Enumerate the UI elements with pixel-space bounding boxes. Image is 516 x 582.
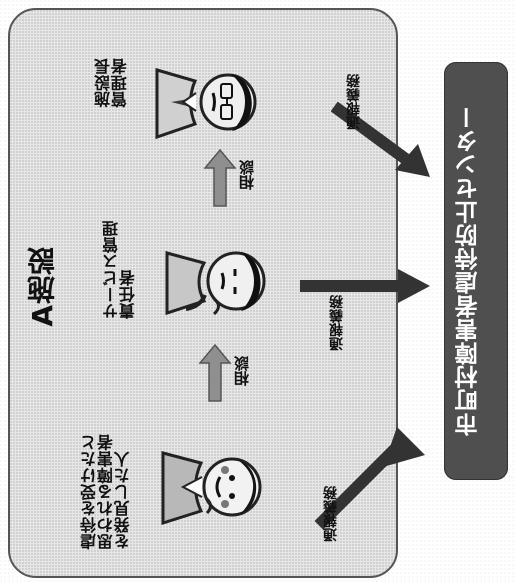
finder-label: 虐待を受けたと 思われる障害者 を発見した人	[80, 434, 133, 550]
director-person-icon	[150, 48, 274, 160]
consult-arrow-1	[198, 343, 232, 403]
consult-label-1: 相談	[233, 356, 251, 386]
finder-person-icon	[156, 433, 280, 545]
consult-label-2: 相談	[238, 160, 256, 190]
report-label-middle: 通報義務	[329, 295, 345, 351]
report-label-right: 通報義務	[346, 74, 362, 130]
report-label-left: 通報義務	[323, 486, 339, 542]
report-arrow-right	[331, 102, 434, 181]
abuse-prevention-center-box: 市町村障害者虐待防止センター	[444, 62, 508, 480]
service-manager-label: サービス管理 責任者	[102, 220, 138, 319]
facility-title: A施設	[26, 246, 59, 327]
center-label: 市町村障害者虐待防止センター	[456, 105, 482, 437]
report-arrow-middle	[300, 265, 433, 307]
director-label: 施設長 管理者	[94, 58, 130, 108]
consult-arrow-2	[203, 148, 237, 208]
report-arrow-left	[315, 417, 433, 529]
service-manager-person-icon	[160, 227, 284, 339]
